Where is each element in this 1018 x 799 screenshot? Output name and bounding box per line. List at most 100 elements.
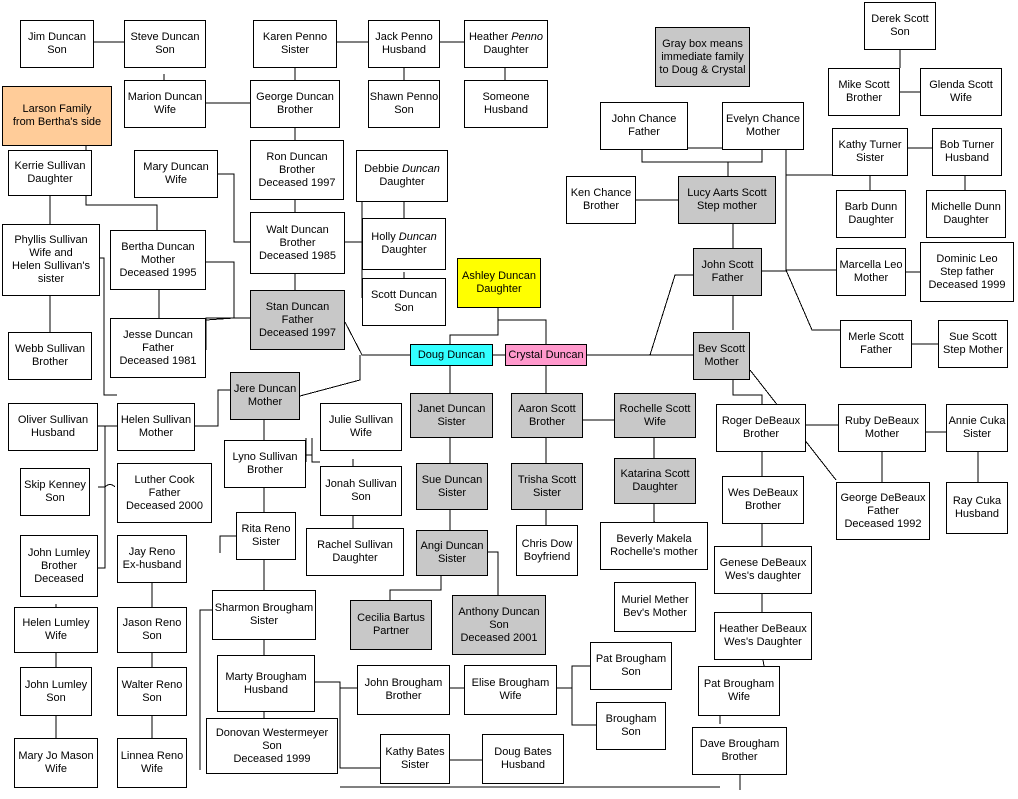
person-detail: Deceased bbox=[34, 572, 84, 585]
person-detail: Son bbox=[142, 691, 162, 704]
person-name: Rochelle Scott bbox=[619, 402, 691, 415]
person-detail: Son bbox=[47, 44, 67, 56]
person-detail: Son bbox=[351, 491, 371, 503]
person-name: Webb Sullivan bbox=[14, 343, 86, 355]
person-name: Annie Cuka bbox=[948, 415, 1006, 427]
person-detail: Wife bbox=[141, 763, 163, 775]
person-detail: Daughter bbox=[332, 552, 378, 564]
person-name: Mary Duncan bbox=[143, 161, 209, 173]
person-detail: Bev's Mother bbox=[623, 607, 687, 619]
person-name: Janet Duncan bbox=[417, 402, 486, 415]
person-name: Larson Family bbox=[22, 103, 92, 115]
person-detail: Step father bbox=[940, 265, 994, 278]
person-name: Heather Penno bbox=[468, 31, 543, 43]
person-name: Aaron Scott bbox=[518, 402, 576, 415]
person-detail: Step mother bbox=[697, 200, 757, 212]
person-name: Shawn Penno bbox=[369, 91, 439, 103]
person-detail: Father bbox=[148, 486, 181, 499]
person-name: George Duncan bbox=[256, 91, 334, 103]
person-name: John Chance bbox=[611, 113, 677, 125]
person-detail: Brother bbox=[528, 415, 566, 428]
person-detail: Son bbox=[46, 691, 66, 704]
person-detail: Wife bbox=[165, 174, 187, 186]
person-detail: Deceased 1999 bbox=[928, 278, 1006, 291]
person-detail: Sister bbox=[280, 44, 310, 56]
person-detail: Husband bbox=[243, 683, 289, 696]
person-name: Donovan Westermeyer bbox=[215, 726, 329, 739]
person-name: Wes DeBeaux bbox=[727, 487, 799, 499]
person-detail: Deceased 1999 bbox=[233, 752, 311, 765]
person-detail: Brother bbox=[31, 356, 69, 368]
person-detail: sister bbox=[37, 273, 65, 285]
person-name: Ashley Duncan bbox=[462, 270, 536, 282]
person-name: John Brougham bbox=[364, 677, 443, 689]
person-name: Glenda Scott bbox=[929, 79, 993, 91]
person-name: Phyllis Sullivan bbox=[14, 234, 88, 246]
person-detail: Sister bbox=[962, 428, 992, 440]
person-detail: Deceased 1997 bbox=[258, 326, 337, 339]
person-name: Heather DeBeaux bbox=[719, 623, 807, 635]
person-detail: Brother bbox=[845, 92, 883, 104]
person-detail: Brother bbox=[385, 690, 422, 702]
person-name: Mike Scott bbox=[838, 79, 890, 91]
person-detail: Mother bbox=[745, 126, 781, 138]
person-name: Jonah Sullivan bbox=[325, 478, 397, 490]
person-detail: Son bbox=[262, 739, 282, 752]
person-name: George DeBeaux bbox=[840, 491, 926, 504]
person-name: Holly Duncan bbox=[371, 231, 437, 243]
person-doug-duncan: Doug Duncan bbox=[410, 344, 493, 366]
person-detail: Sister bbox=[437, 486, 467, 499]
person-name: Rachel Sullivan bbox=[317, 539, 393, 551]
person-detail: Mother bbox=[138, 427, 174, 439]
person-detail: Father bbox=[281, 313, 314, 326]
person-detail: Mother bbox=[140, 253, 176, 266]
person-detail: Ex-husband bbox=[122, 559, 182, 571]
person-detail: Wes's Daughter bbox=[724, 636, 802, 648]
person-name: Jack Penno bbox=[375, 31, 433, 43]
person-name: Ken Chance bbox=[570, 187, 632, 199]
person-name: Barb Dunn bbox=[844, 201, 898, 213]
person-detail: Wife bbox=[728, 691, 750, 703]
person-name: Doug Duncan bbox=[417, 348, 486, 361]
person-name: Anthony Duncan bbox=[458, 605, 540, 618]
person-detail: Deceased 1997 bbox=[258, 176, 336, 189]
person-name: Jason Reno bbox=[122, 617, 182, 629]
person-detail: Partner bbox=[372, 625, 410, 637]
person-detail: Wife and bbox=[29, 247, 73, 259]
person-name: Debbie Duncan bbox=[364, 163, 440, 175]
person-detail: Sister bbox=[532, 486, 562, 499]
person-name: Dominic Leo bbox=[936, 252, 998, 265]
person-name: Helen Sullivan bbox=[120, 414, 192, 426]
person-name: John Scott bbox=[701, 259, 754, 271]
person-name: Marty Brougham bbox=[225, 670, 307, 683]
person-detail: Father bbox=[628, 126, 660, 138]
person-detail: Brother bbox=[40, 559, 78, 572]
person-name: Linnea Reno bbox=[120, 750, 184, 762]
